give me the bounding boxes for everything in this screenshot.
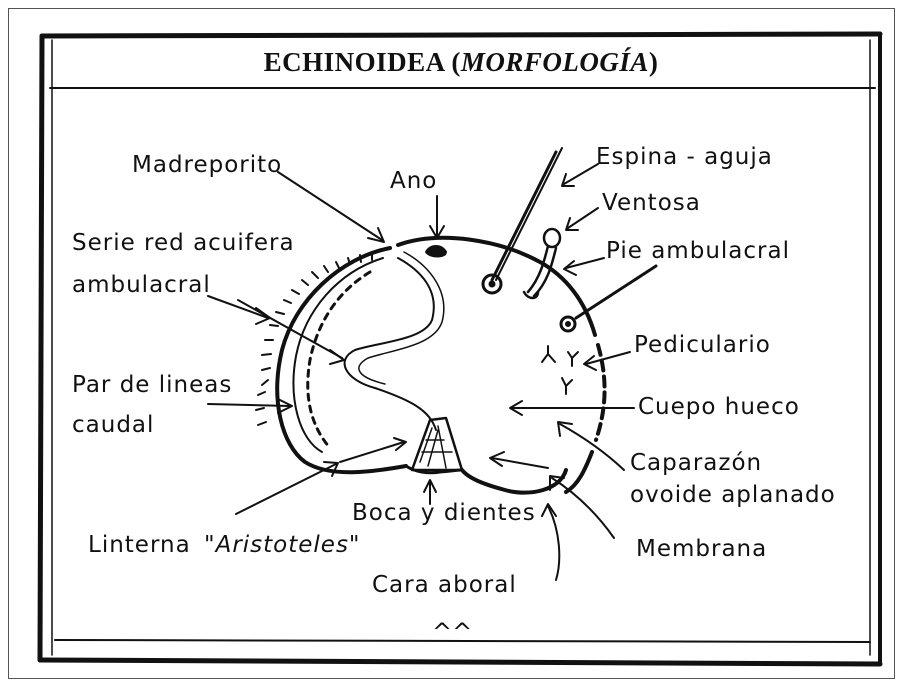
title-main: ECHINOIDEA ( [264, 47, 461, 77]
label-pedicelario: Pediculario [634, 332, 771, 358]
label-ano: Ano [390, 168, 437, 194]
label-cuerpo-hueco: Cuepo hueco [638, 394, 800, 420]
label-membrana: Membrana [636, 536, 767, 562]
label-ventosa: Ventosa [602, 190, 701, 216]
label-par-line1: Par de lineas [72, 372, 232, 398]
label-linterna: Linterna [88, 532, 191, 558]
title-close: ) [649, 47, 659, 77]
footer-mark: ^^ [432, 618, 472, 646]
title-italic: MORFOLOGÍA [461, 47, 649, 77]
label-par-line2: caudal [72, 412, 154, 438]
label-cara-aboral: Cara aboral [372, 572, 517, 598]
label-serie-line1: Serie red acuifera [72, 230, 295, 256]
label-espina: Espina - aguja [596, 144, 773, 170]
urchin-body [256, 148, 605, 493]
label-caparazon-line1: Caparazón [630, 450, 762, 476]
label-serie-line2: ambulacral [72, 272, 211, 298]
label-boca-dientes: Boca y dientes [352, 500, 536, 526]
label-caparazon-line2: ovoide aplanado [630, 482, 836, 508]
title-box: ECHINOIDEA (MORFOLOGÍA) [46, 38, 876, 86]
label-madreporito: Madreporito [132, 152, 282, 178]
labels: Madreporito Ano Espina - aguja Ventosa P… [72, 144, 836, 646]
label-pie-ambulacral: Pie ambulacral [606, 238, 790, 264]
diagram-title: ECHINOIDEA (MORFOLOGÍA) [264, 47, 659, 77]
label-aristoteles: "Aristoteles" [204, 532, 361, 558]
